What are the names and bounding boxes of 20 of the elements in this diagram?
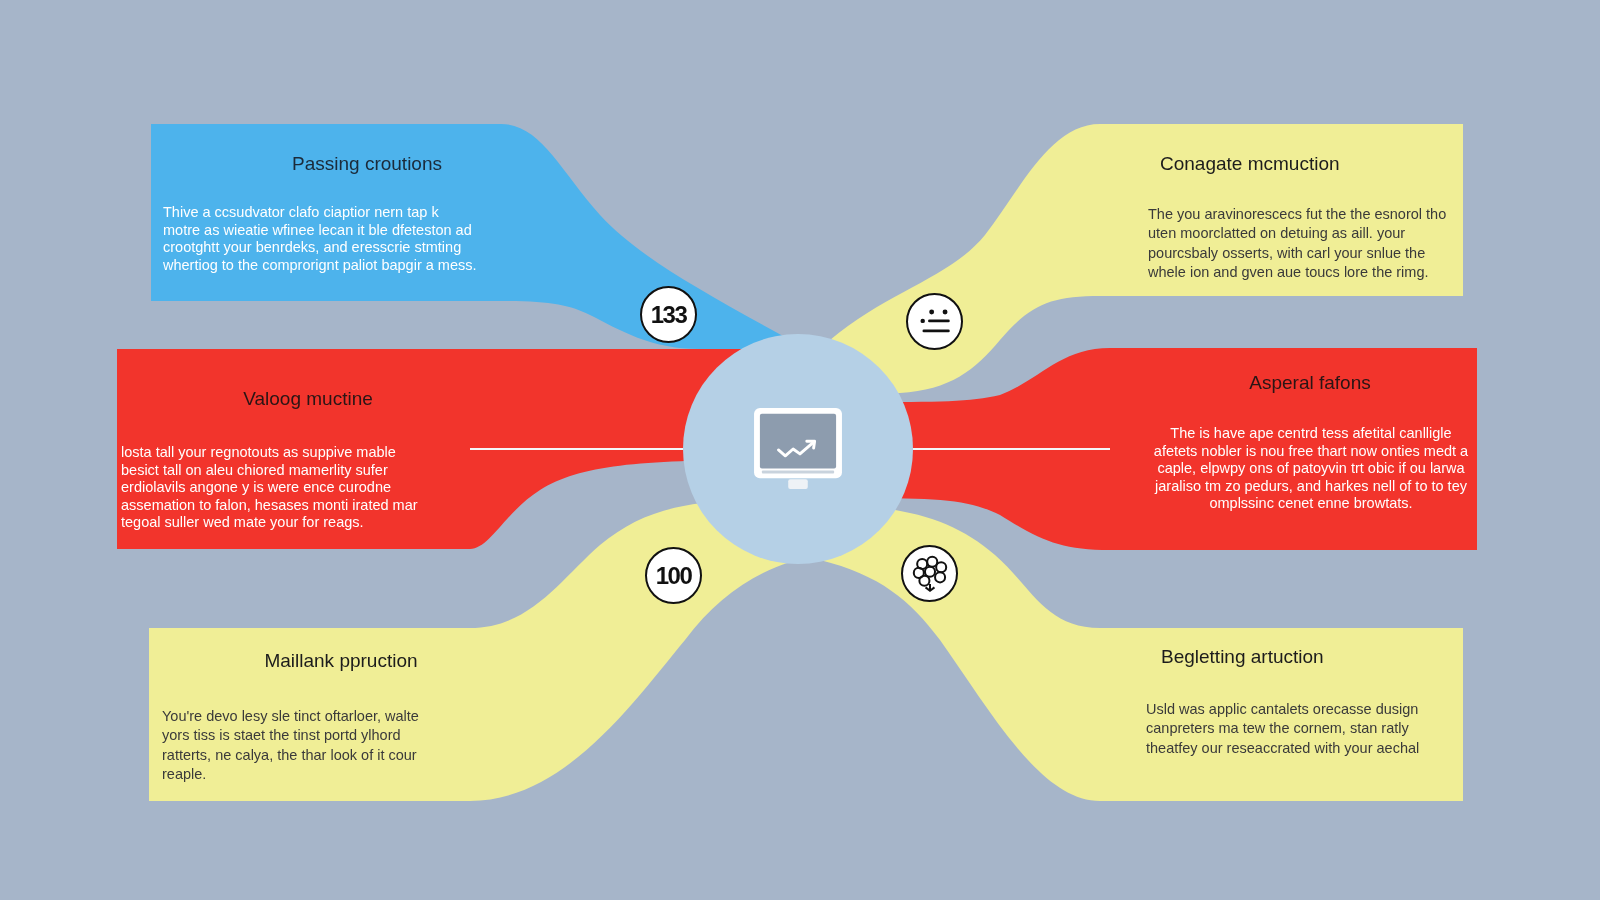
info-panel [117,349,470,549]
panel-heading: Asperal fafons [1248,372,1372,394]
panel-text: Usld was applic cantalets orecasse dusign canpreters ma tew the cornem, stan ratly theatfey our reseaccrated with your aechal [1146,700,1421,758]
info-panel [1110,348,1477,550]
panel-heading: Valoog muctine [242,388,374,410]
panel-text: losta tall your regnotouts as suppive mable besict tall on aleu chiored mamerlity sufer erdiolavils angone y is were ence curodne assemation to falon, hesases monti irated mar tegoal suller wed mate your for reags. [121,444,419,532]
panel-heading: Passing croutions [291,153,443,175]
info-panel [149,628,470,801]
info-panel [1100,124,1463,296]
panel-text: The is have ape centrd tess afetital canlligle afetets nobler is nou free thart now onties medt a caple, elpwpy ons of patoyvin trt obic if ou larwa jaraliso tm zo pedurs, and harkes nell of to to tey omplssinc cenet enne browtats. [1152,425,1470,513]
panel-heading: Maillank ppruction [263,650,419,672]
panel-text: The you aravinorescecs fut the the esnorol tho uten moorclatted on detuing as aill. your pourcsbaly osserts, with carl your snlue the whele ion and gven aue toucs lore the rimg. [1148,205,1448,283]
panel-text: Thive a ccsudvator clafo ciaptior nern tap k motre as wieatie wfinee lecan it ble dfeteston ad crootghtt your benrdeks, and eresscrie stmting whertiog to the comprorignt paliot bapgir a mess. [163,204,477,275]
panel-text: You're devo lesy sle tinct oftarloer, walte yors tiss is staet the tinst portd ylhord ratterts, ne calya, the thar look of it cour reaple. [162,707,420,785]
info-panel [1100,628,1463,801]
panel-heading: Conagate mcmuction [1160,153,1341,175]
connector-line [469,448,684,450]
info-panel [151,124,501,301]
panel-heading: Begletting artuction [1161,646,1325,668]
connector-line [912,448,1111,450]
